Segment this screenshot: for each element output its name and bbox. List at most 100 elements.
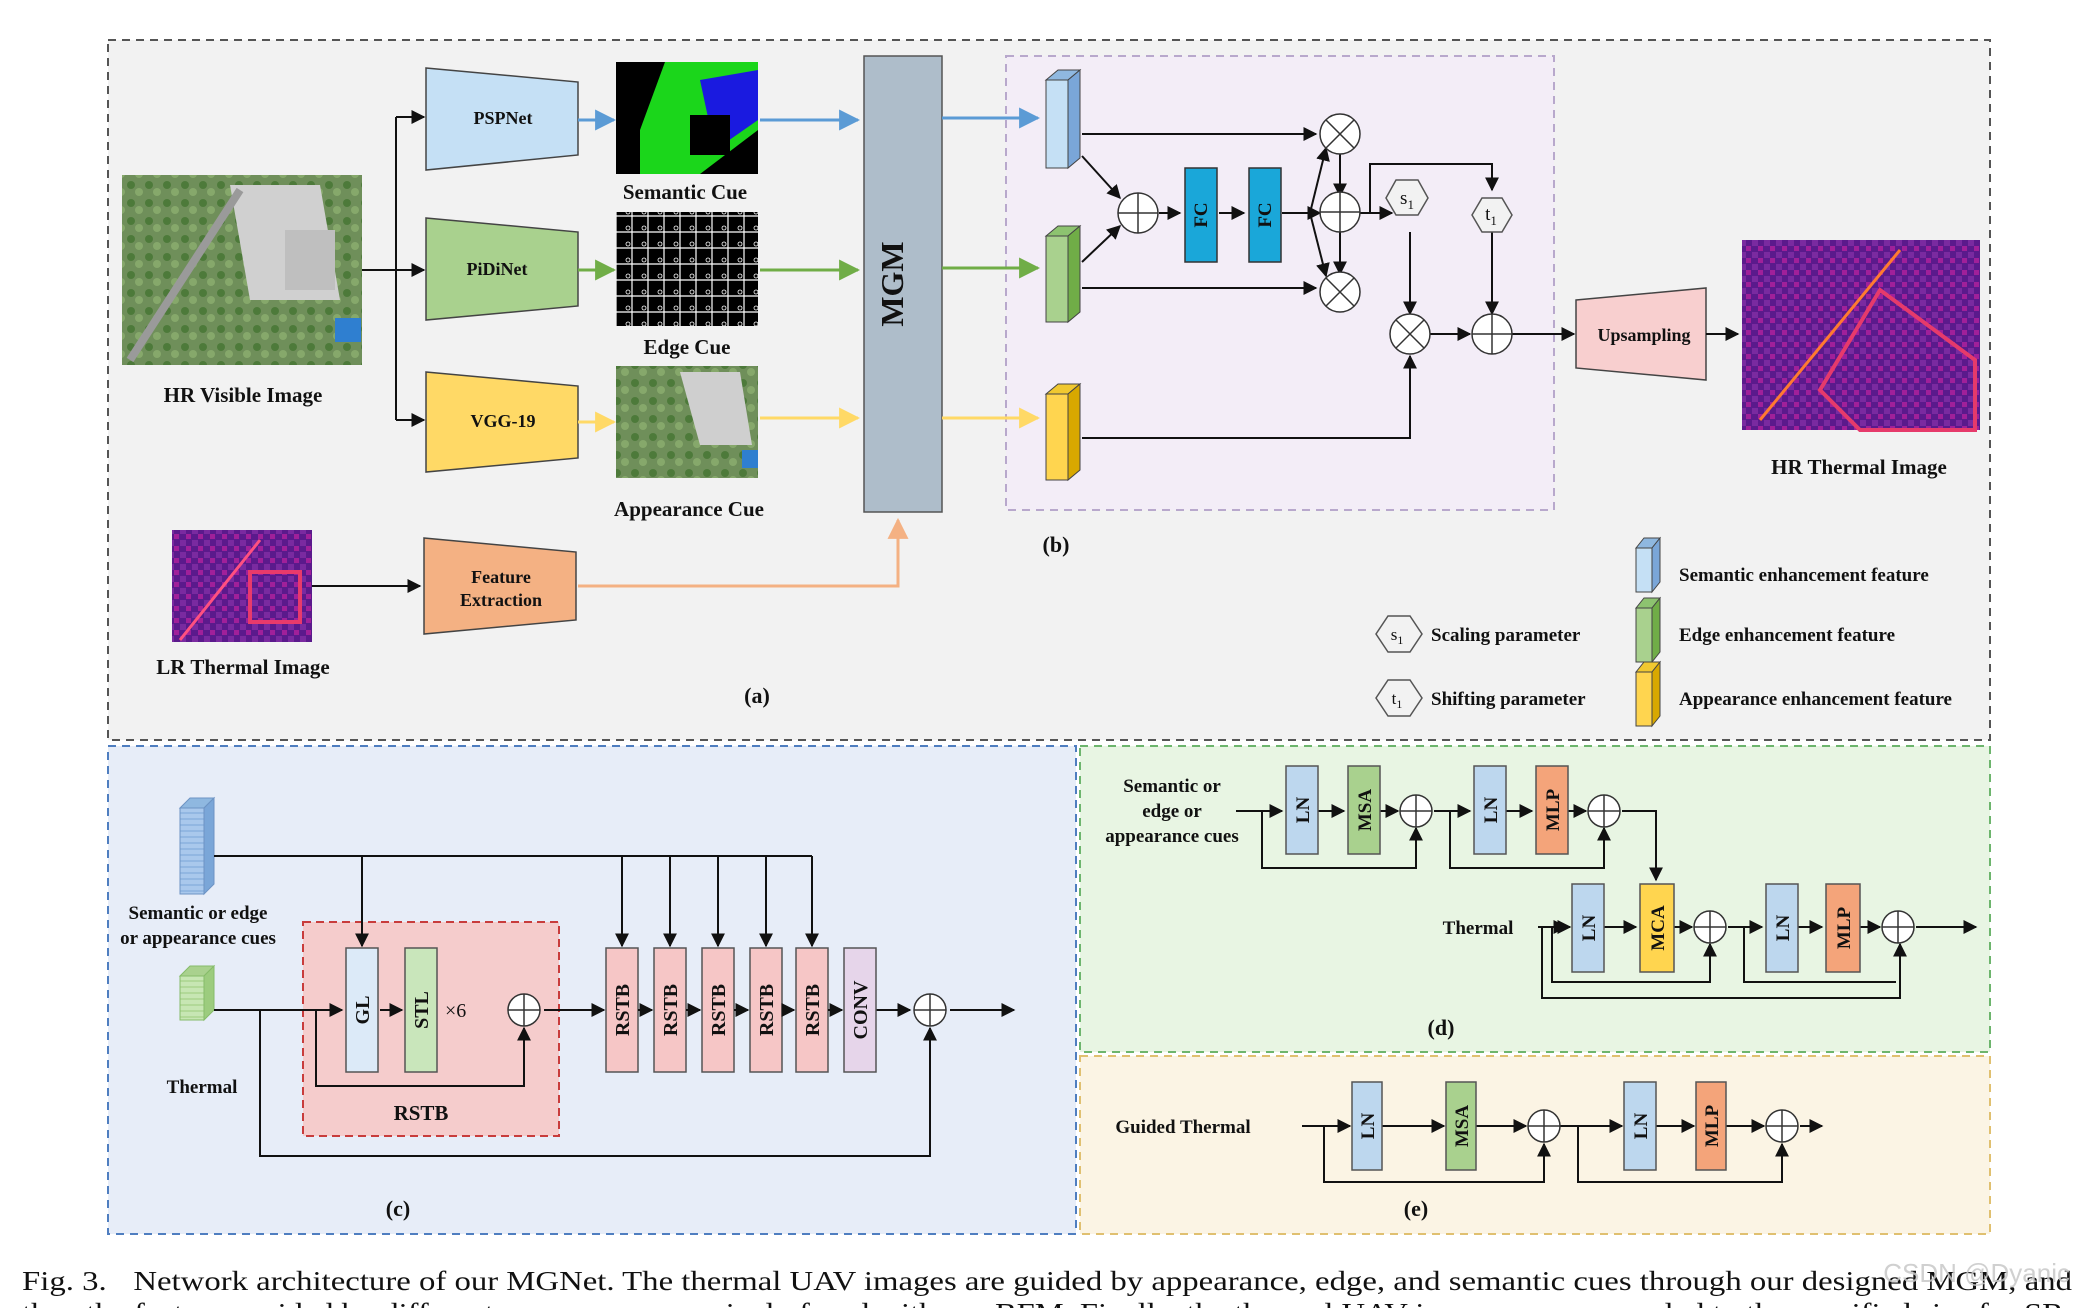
- t1-hexagon: [1471, 197, 1513, 233]
- panel-e-msa: [1445, 1081, 1477, 1171]
- legend-appearance-label: Appearance enhancement feature: [1679, 689, 1952, 710]
- panel-d-msa-label: MSA: [1355, 789, 1376, 832]
- panel-e-add-1: [1527, 1109, 1561, 1143]
- repeat-times-label: ×6: [445, 1000, 466, 1022]
- panel-e-msa-label: MSA: [1452, 1105, 1473, 1148]
- fc-block-1: [1184, 167, 1218, 263]
- edge-cue-label: Edge Cue: [644, 335, 731, 359]
- panel-c-thermal-label: Thermal: [167, 1077, 238, 1098]
- legend-scaling-label: Scaling parameter: [1431, 625, 1581, 646]
- legend-semantic-label: Semantic enhancement feature: [1679, 565, 1929, 586]
- panel-d-ln-4: [1765, 883, 1799, 973]
- semantic-cue-image: [616, 62, 758, 174]
- panel-d-mca: [1639, 883, 1675, 973]
- legend-s1-glyph: s1: [1391, 625, 1404, 647]
- rstb-block-5: [795, 947, 829, 1073]
- panel-e-ln-2-label: LN: [1631, 1113, 1652, 1140]
- edge-cue-image: [616, 212, 758, 326]
- thermal-feature-stack-c: [178, 964, 216, 1022]
- mgm-block: [863, 55, 943, 513]
- upsampling-block: [1575, 287, 1707, 381]
- mgm-label: MGM: [874, 241, 910, 326]
- legend-appearance-cube: [1634, 660, 1662, 728]
- add-circle-c2: [913, 993, 947, 1027]
- pspnet-block: [425, 67, 579, 171]
- hr-thermal-image: [1742, 240, 1980, 432]
- panel-c-cue-label-2: or appearance cues: [120, 928, 276, 949]
- pspnet-label: PSPNet: [474, 108, 533, 128]
- panel-d-mlp-1: [1535, 765, 1569, 855]
- add-circle-c1: [507, 993, 541, 1027]
- panel-d-add-3: [1693, 910, 1727, 944]
- legend-t1-glyph: t1: [1392, 689, 1403, 711]
- panel-e-background: [1079, 1055, 1991, 1235]
- pidinet-block: [425, 217, 579, 321]
- panel-d-cue-label-2: edge or: [1142, 801, 1202, 822]
- feature-extraction-label-2: Extraction: [460, 590, 542, 610]
- panel-b-label: (b): [1043, 532, 1070, 557]
- t1-hexagon-label: t1: [1485, 204, 1497, 228]
- panel-e-mlp-label: MLP: [1702, 1105, 1723, 1148]
- figure-caption-line-1: Fig. 3.Network architecture of our MGNet…: [22, 1266, 2073, 1296]
- panel-e-label: (e): [1404, 1196, 1428, 1221]
- add-circle-2: [1319, 191, 1361, 233]
- panel-d-add-4: [1881, 910, 1915, 944]
- panel-a-label: (a): [744, 683, 770, 708]
- appearance-feature-cube: [1044, 382, 1082, 482]
- panel-c-background: [107, 745, 1077, 1235]
- panel-d-ln-3-label: LN: [1579, 915, 1600, 942]
- panel-d-add-1: [1399, 794, 1433, 828]
- panel-d-cue-label-3: appearance cues: [1105, 826, 1239, 847]
- hr-thermal-image-label: HR Thermal Image: [1771, 455, 1947, 479]
- rstb-blocks: RSTB RSTB RSTB RSTB RSTB: [605, 947, 844, 1073]
- panel-b-background: [1005, 55, 1555, 511]
- rstb-block-5-label: RSTB: [802, 984, 824, 1036]
- hr-visible-image-label: HR Visible Image: [164, 383, 323, 407]
- semantic-cue-label: Semantic Cue: [623, 180, 747, 204]
- panel-e-ln-1: [1351, 1081, 1383, 1171]
- conv-block: [843, 947, 877, 1073]
- legend-edge-label: Edge enhancement feature: [1679, 625, 1895, 646]
- conv-label: CONV: [850, 980, 872, 1039]
- panel-d-ln-2-label: LN: [1481, 797, 1502, 824]
- panel-d-mca-label: MCA: [1648, 905, 1669, 951]
- panel-e-ln-1-label: LN: [1358, 1113, 1379, 1140]
- lr-thermal-image-label: LR Thermal Image: [156, 655, 329, 679]
- rstb-block-1-label: RSTB: [612, 984, 634, 1036]
- panel-d-cue-label-1: Semantic or: [1123, 776, 1221, 797]
- rstb-block-2-label: RSTB: [660, 984, 682, 1036]
- panel-d-label: (d): [1428, 1015, 1455, 1040]
- hr-visible-image: [122, 175, 362, 365]
- panel-d-ln-3: [1571, 883, 1605, 973]
- fc-block-1-label: FC: [1191, 202, 1212, 227]
- panel-e-mlp: [1695, 1081, 1727, 1171]
- panel-c-cue-label-1: Semantic or edge: [129, 903, 268, 924]
- feature-extraction-block: [423, 537, 577, 635]
- legend-t1-icon: [1375, 679, 1423, 717]
- vgg19-label: VGG-19: [471, 411, 536, 431]
- panel-d-mlp-1-label: MLP: [1543, 789, 1564, 832]
- panel-e-input-label: Guided Thermal: [1115, 1117, 1250, 1138]
- multiply-circle-2: [1319, 271, 1361, 313]
- panel-c-label: (c): [386, 1196, 410, 1221]
- panel-d-add-2: [1587, 794, 1621, 828]
- appearance-cue-image: [616, 366, 758, 478]
- rstb-block-3-label: RSTB: [708, 984, 730, 1036]
- legend-edge-cube: [1634, 596, 1662, 664]
- vgg19-block: [425, 371, 579, 473]
- figure-caption-line-2: then the features guided by different cu…: [22, 1298, 2072, 1308]
- s1-hexagon-label: s1: [1400, 188, 1414, 212]
- stl-block: [404, 947, 438, 1073]
- panel-d-ln-4-label: LN: [1773, 915, 1794, 942]
- appearance-cue-label: Appearance Cue: [614, 497, 764, 521]
- s1-hexagon: [1385, 179, 1429, 216]
- cue-feature-stack-c: [178, 796, 216, 896]
- legend-semantic-cube: [1634, 536, 1662, 594]
- panel-d-ln-1: [1285, 765, 1319, 855]
- fc-block-2-label: FC: [1255, 202, 1276, 227]
- rstb-block-4: [749, 947, 783, 1073]
- rstb-block-4-label: RSTB: [756, 984, 778, 1036]
- panel-d-ln-2: [1473, 765, 1507, 855]
